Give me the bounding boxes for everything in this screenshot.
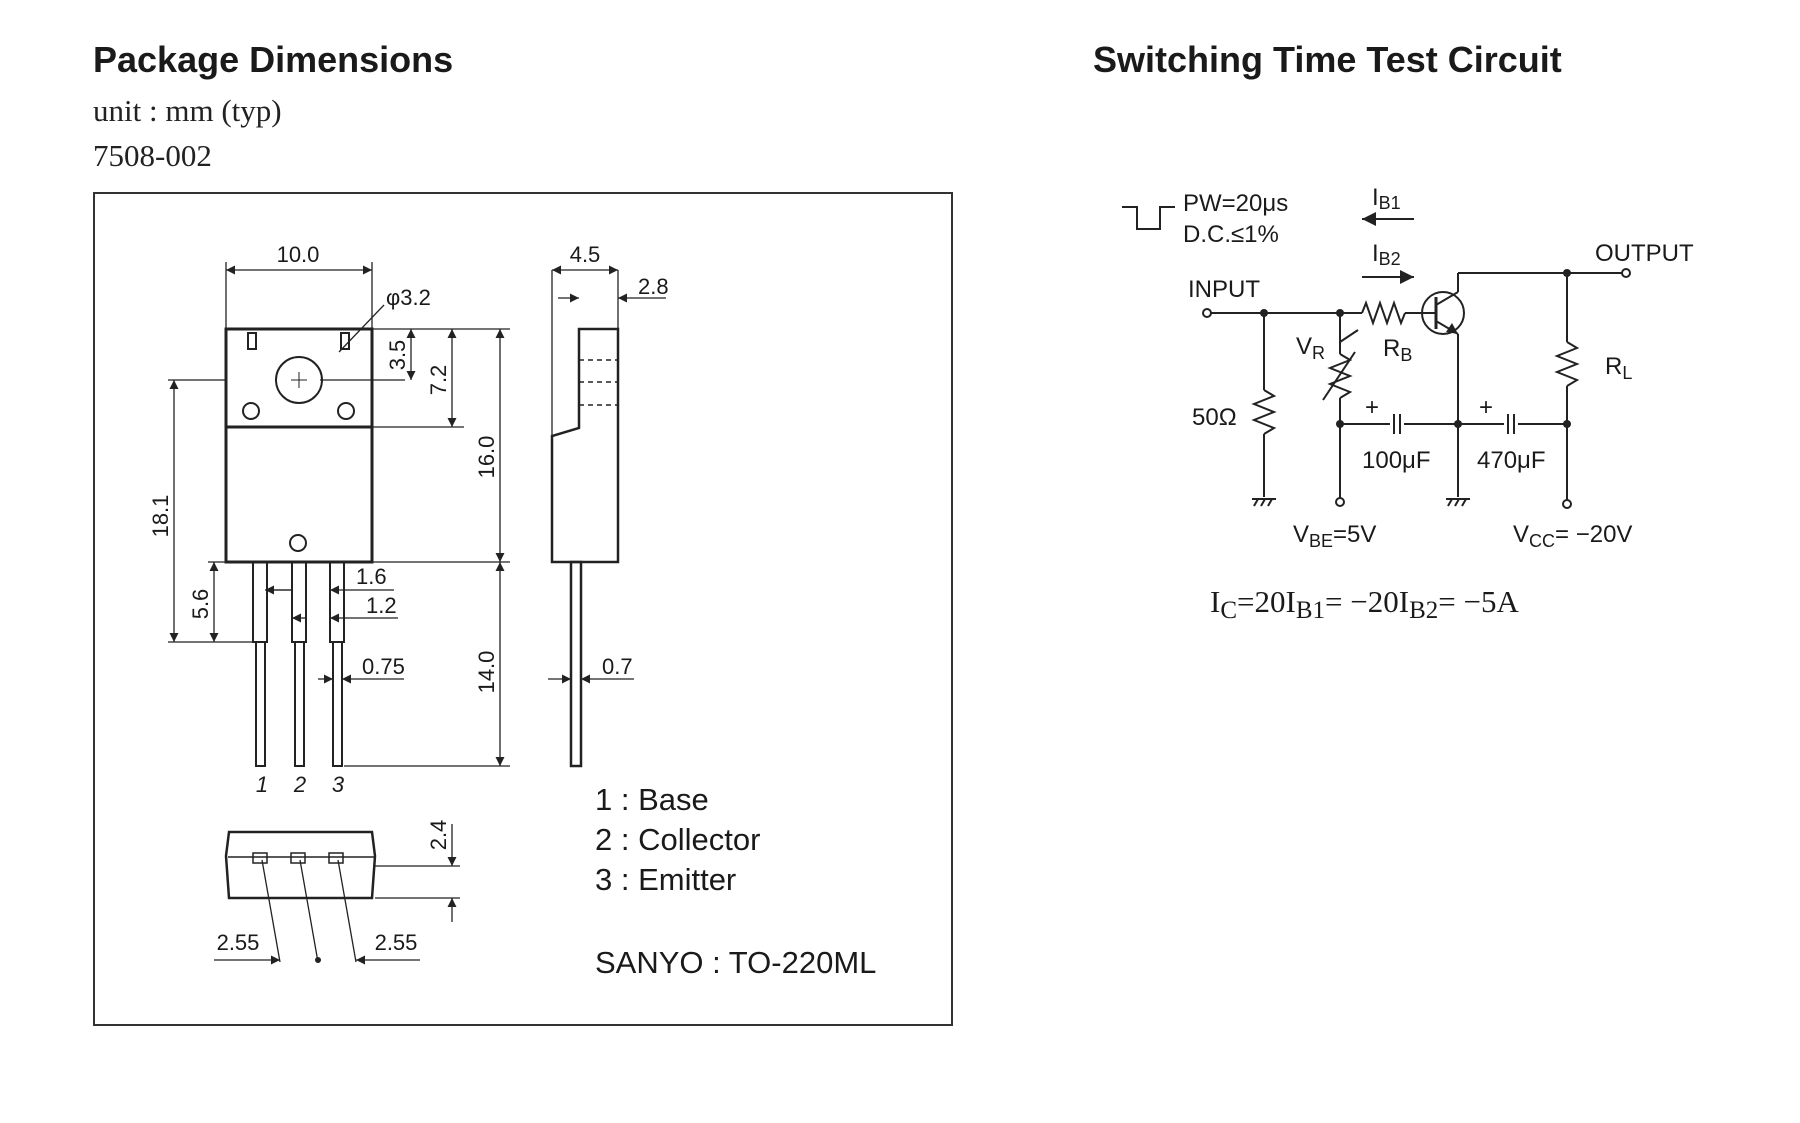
pin-number-3: 3: [332, 772, 345, 797]
dim-14-0: 14.0: [474, 651, 499, 694]
dim-side-0-7: 0.7: [602, 654, 633, 679]
switching-circuit-title: Switching Time Test Circuit: [1093, 39, 1562, 80]
rl-label: RL: [1605, 353, 1632, 383]
circuit-nodes: [1260, 269, 1571, 428]
rb-label: RB: [1383, 335, 1412, 365]
dim-0-75: 0.75: [362, 654, 405, 679]
pin-number-1: 1: [256, 772, 268, 797]
pin-legend-emitter: 3 : Emitter: [595, 862, 736, 897]
package-code: 7508-002: [93, 138, 212, 173]
ib2-label: IB2: [1372, 240, 1401, 269]
bottom-center-dot: [315, 957, 321, 963]
dim-3-5: 3.5: [385, 340, 410, 371]
plus-470uF: +: [1479, 394, 1493, 421]
bottom-dimension-lines: [214, 824, 460, 965]
ground-icon: [1252, 498, 1470, 507]
dim-width-top: 10.0: [277, 242, 320, 267]
front-dimension-lines: [168, 262, 510, 767]
c470-label: 470μF: [1477, 447, 1546, 474]
package-front-view: [224, 327, 374, 767]
duty-cycle-label: D.C.≤1%: [1183, 221, 1279, 248]
dim-side-4-5: 4.5: [570, 242, 601, 267]
package-dimensions-title: Package Dimensions: [93, 39, 454, 80]
package-side-view: [550, 327, 620, 768]
dim-5-6: 5.6: [188, 589, 213, 620]
pulse-width-label: PW=20μs: [1183, 190, 1288, 217]
package-name: SANYO : TO-220ML: [595, 945, 876, 980]
current-equation: IC=20IB1= −20IB2= −5A: [1210, 584, 1519, 624]
side-dimension-lines: [548, 265, 666, 684]
unit-label: unit : mm (typ): [93, 93, 282, 128]
dim-1-2: 1.2: [366, 593, 397, 618]
vbe-terminal: [1335, 497, 1345, 507]
c100-label: 100μF: [1362, 447, 1431, 474]
pin-legend-base: 1 : Base: [595, 782, 709, 817]
vcc-terminal: [1562, 499, 1572, 509]
dim-2-55-right: 2.55: [375, 930, 418, 955]
input-label: INPUT: [1188, 276, 1260, 303]
dim-16-0: 16.0: [474, 436, 499, 479]
dim-hole-dia: φ3.2: [386, 285, 431, 310]
dim-1-6: 1.6: [356, 564, 387, 589]
pin-number-2: 2: [293, 772, 306, 797]
vr-label: VR: [1296, 333, 1325, 363]
package-bottom-view: [224, 830, 377, 900]
dim-side-2-8: 2.8: [638, 274, 669, 299]
vcc-label: VCC= −20V: [1513, 521, 1632, 551]
package-drawing-frame: [93, 192, 953, 1026]
emitter-arrow-icon: [1446, 323, 1458, 334]
dim-2-55-left: 2.55: [217, 930, 260, 955]
r50-label: 50Ω: [1192, 404, 1237, 431]
vbe-label: VBE=5V: [1293, 521, 1376, 551]
dim-7-2: 7.2: [426, 365, 451, 396]
circuit-wires: [1122, 206, 1631, 500]
ib1-label: IB1: [1372, 184, 1401, 213]
dim-2-4: 2.4: [426, 820, 451, 851]
plus-100uF: +: [1365, 394, 1379, 421]
dim-18-1: 18.1: [148, 495, 173, 538]
output-label: OUTPUT: [1595, 240, 1694, 267]
pin-legend-collector: 2 : Collector: [595, 822, 760, 857]
